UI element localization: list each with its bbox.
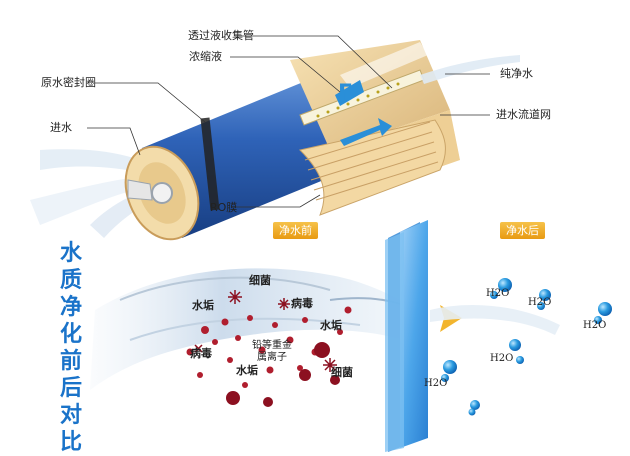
title-char: 化 [59,322,82,347]
label-virus: 病毒 [291,297,313,310]
contaminant-clusters [226,342,340,407]
h2o-label: H2O [424,378,448,389]
label-raw-water-seal: 原水密封圈 [41,76,96,89]
filter-panel [385,220,428,452]
tag-before-purification: 净水前 [273,222,318,239]
title-char: 后 [59,376,82,401]
label-scale: 水垢 [320,319,342,332]
label-bacteria: 细菌 [331,366,353,379]
label-concentrate: 浓缩液 [189,50,222,63]
flow-arrows: F [335,80,392,146]
callout-lines [87,35,490,208]
label-inlet: 进水 [50,121,72,134]
label-virus: 病毒 [190,347,212,360]
label-pure-water: 纯净水 [500,67,533,80]
title-char: 净 [59,295,82,320]
label-heavy-metal-ions: 属离子 [257,352,287,363]
water-droplets [441,278,612,416]
title-char: 对 [59,403,82,428]
label-bacteria: 细菌 [249,274,271,287]
label-permeate-tube: 透过液收集管 [188,29,254,42]
h2o-label: H2O [528,297,552,308]
pure-water-stream [420,55,520,84]
vertical-title: 水 质 净 化 前 后 对 比 [56,240,86,456]
title-char: 前 [59,349,82,374]
contaminant-particles [186,306,352,388]
title-char: 质 [59,268,82,293]
title-char: 比 [59,430,82,455]
h2o-label: H2O [486,288,510,299]
tag-after-purification: 净水后 [500,222,545,239]
label-feed-spacer: 进水流道网 [496,108,551,121]
bacteria-spikes [194,290,337,372]
label-ro-membrane: RO膜 [210,201,238,214]
label-scale: 水垢 [192,299,214,312]
h2o-label: H2O [583,320,607,331]
title-char: 水 [59,241,82,266]
label-scale: 水垢 [236,364,258,377]
h2o-label: H2O [490,353,514,364]
clean-water-stream [430,305,560,335]
svg-text:F: F [338,81,353,106]
label-heavy-metal: 铅等重金 [252,340,292,351]
